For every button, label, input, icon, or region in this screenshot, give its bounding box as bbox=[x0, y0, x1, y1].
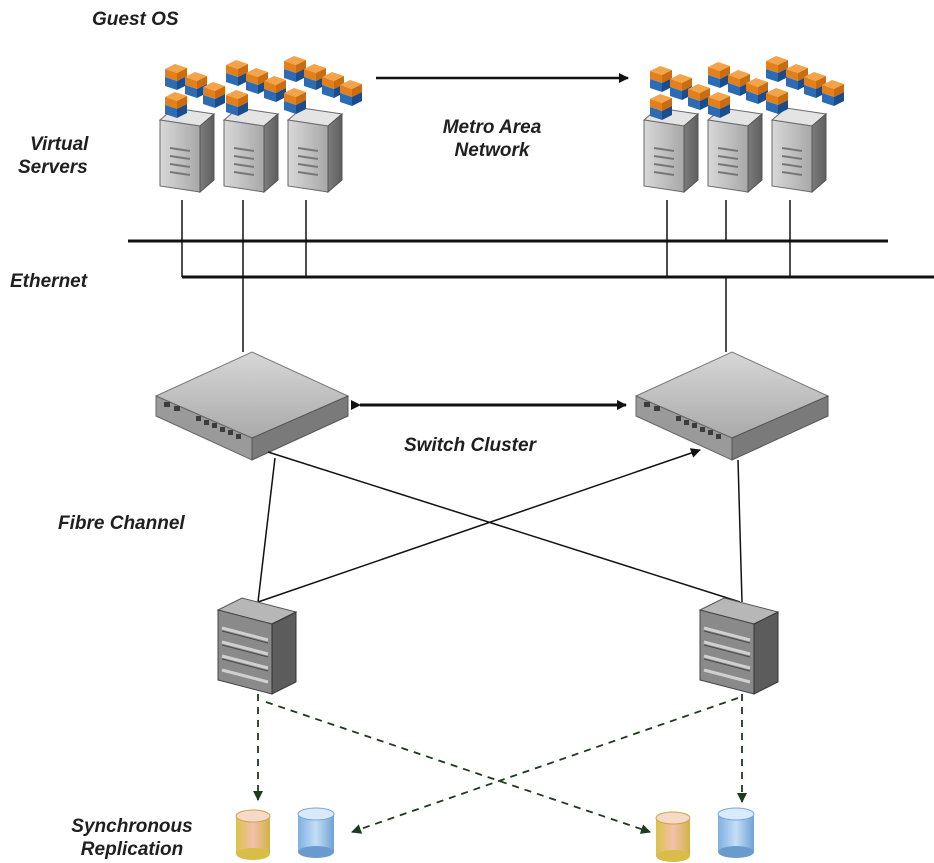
server-tower-icon bbox=[771, 107, 827, 193]
server-tower-icon bbox=[707, 107, 763, 193]
metro-area-network-line-1: Metro Area bbox=[442, 117, 542, 138]
left-network-switch-icon bbox=[155, 351, 349, 461]
right-network-switch-icon bbox=[635, 351, 829, 461]
virtual-servers-line-2: Servers bbox=[18, 157, 88, 178]
metro-area-network-label: Metro Area Network bbox=[432, 116, 552, 162]
left-disk-pair bbox=[235, 807, 335, 861]
disk-cylinder-icon bbox=[717, 807, 755, 859]
virtual-servers-line-1: Virtual bbox=[30, 134, 89, 155]
ethernet-label: Ethernet bbox=[10, 271, 88, 292]
disk-cylinder-icon bbox=[235, 809, 271, 861]
left-server-group bbox=[159, 56, 362, 193]
metro-area-network-line-2: Network bbox=[454, 140, 530, 161]
fibre-channel-links bbox=[257, 448, 743, 603]
virtual-servers-label: Virtual Servers bbox=[18, 133, 88, 179]
switch-cluster-label: Switch Cluster bbox=[404, 435, 536, 456]
synchronous-replication-line-1: Synchronous bbox=[71, 816, 193, 837]
left-storage-array-icon bbox=[216, 596, 298, 696]
guest-os-label: Guest OS bbox=[92, 9, 179, 30]
vm-cube-icons bbox=[165, 56, 362, 118]
server-tower-icon bbox=[287, 107, 343, 193]
server-drops bbox=[181, 200, 791, 352]
synchronous-replication-line-2: Replication bbox=[80, 839, 184, 860]
replication-links bbox=[253, 694, 747, 834]
synchronous-replication-label: Synchronous Replication bbox=[56, 815, 208, 861]
disk-cylinder-icon bbox=[297, 807, 335, 859]
vm-cube-icons bbox=[650, 56, 844, 120]
ethernet-bus bbox=[128, 239, 934, 279]
server-tower-icon bbox=[643, 107, 699, 193]
server-tower-icon bbox=[223, 107, 279, 193]
right-disk-pair bbox=[655, 807, 755, 863]
disk-cylinder-icon bbox=[655, 811, 691, 863]
right-storage-array-icon bbox=[698, 596, 780, 696]
right-server-group bbox=[643, 56, 844, 193]
fibre-channel-label: Fibre Channel bbox=[58, 513, 185, 534]
server-tower-icon bbox=[159, 107, 215, 193]
